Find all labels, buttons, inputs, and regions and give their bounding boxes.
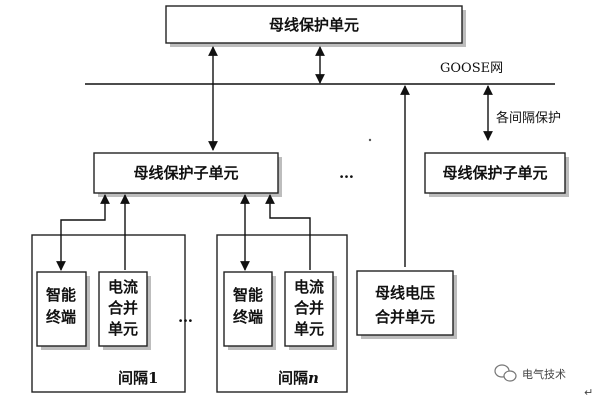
bay-protection-label: 各间隔保护 <box>496 110 561 126</box>
stray-dot <box>368 138 372 142</box>
subunit-left-label: 母线保护子单元 <box>133 164 238 182</box>
bay1-mu-line3: 单元 <box>108 320 138 338</box>
busbar-protection-unit: 母线保护单元 <box>165 5 466 47</box>
watermark-return-mark: ↵ <box>584 386 593 399</box>
wechat-icon <box>494 364 517 382</box>
bay1-caption: 间隔1 <box>118 369 158 387</box>
bayn-mu-line3: 单元 <box>294 320 324 338</box>
bayn-mu-link <box>265 194 311 270</box>
bayn-terminal-line1: 智能 <box>233 286 263 304</box>
bayn-caption: 间隔n <box>278 369 319 387</box>
bay1-mu-line1: 电流 <box>108 278 138 296</box>
voltage-mu-line2: 合并单元 <box>374 308 435 326</box>
watermark: 电气技术 ↵ <box>494 364 593 399</box>
busbar-protection-unit-label: 母线保护单元 <box>269 16 359 34</box>
bay1-terminal-line1: 智能 <box>46 286 76 304</box>
bay-1-group: 智能 终端 电流 合并 单元 间隔1 <box>31 234 186 393</box>
bay1-mu-line2: 合并 <box>107 299 138 317</box>
bay-n-group: 智能 终端 电流 合并 单元 间隔n <box>216 234 348 393</box>
voltage-mu-line1: 母线电压 <box>375 284 435 302</box>
bayn-caption-n: n <box>308 369 319 387</box>
subunit-right-label: 母线保护子单元 <box>442 164 547 182</box>
subunit-ellipsis: … <box>339 164 354 182</box>
bayn-terminal-line2: 终端 <box>233 308 263 326</box>
watermark-text: 电气技术 <box>522 367 566 381</box>
busbar-protection-subunit-right: 母线保护子单元 <box>424 152 569 197</box>
bayn-mu-line2: 合并 <box>293 299 324 317</box>
bay1-terminal-link <box>56 194 110 271</box>
bayn-caption-prefix: 间隔 <box>278 369 308 387</box>
busbar-protection-subunit-left: 母线保护子单元 <box>93 152 282 197</box>
goose-network-label: GOOSE网 <box>440 61 503 76</box>
bay-ellipsis: … <box>178 308 193 326</box>
bus-voltage-merging-unit: 母线电压 合并单元 <box>356 270 457 339</box>
bayn-mu-line1: 电流 <box>294 278 324 296</box>
bay1-terminal-line2: 终端 <box>46 308 76 326</box>
